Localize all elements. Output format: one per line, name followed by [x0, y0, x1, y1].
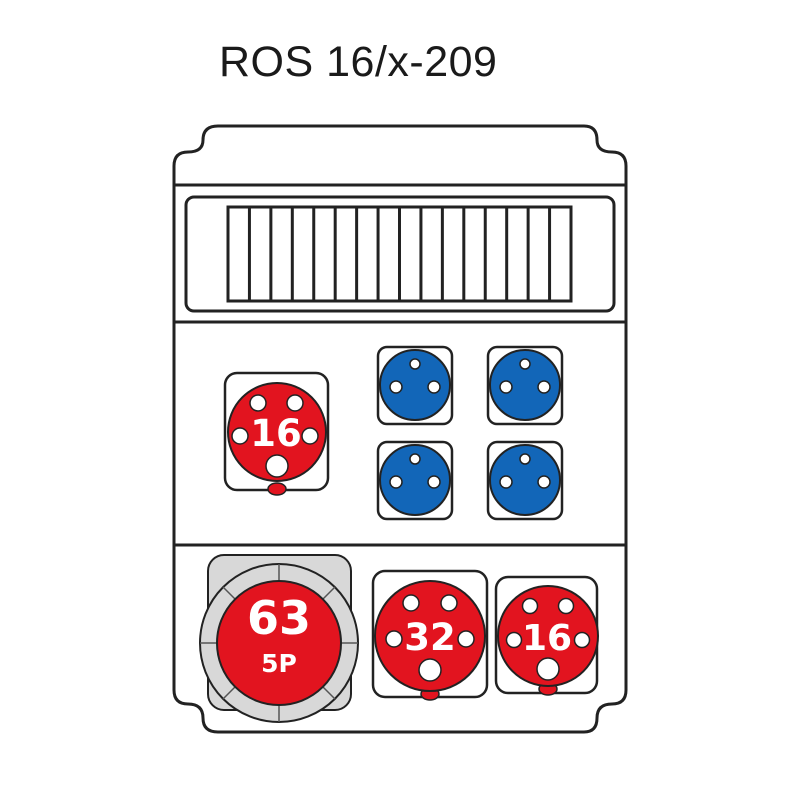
enclosure-outline — [172, 124, 628, 734]
schuko-socket — [376, 345, 454, 426]
cee32-socket: 32 — [371, 569, 489, 701]
cee32-label: 32 — [404, 616, 456, 659]
schuko-socket — [486, 345, 564, 426]
schuko-socket — [376, 440, 454, 521]
breaker-rail — [226, 205, 573, 303]
breaker-window — [184, 195, 616, 313]
cee63-socket: 63 5P — [199, 554, 359, 723]
cee16-socket-top: 16 — [223, 371, 330, 496]
cee16-top-label: 16 — [250, 412, 302, 455]
product-title: ROS 16/x-209 — [219, 38, 498, 86]
schuko-socket — [486, 440, 564, 521]
cee63-sub-label: 5P — [261, 649, 297, 678]
cee63-label: 63 — [247, 591, 311, 645]
cee16-socket-bottom: 16 — [494, 575, 599, 696]
cee16-bottom-label: 16 — [522, 618, 572, 659]
